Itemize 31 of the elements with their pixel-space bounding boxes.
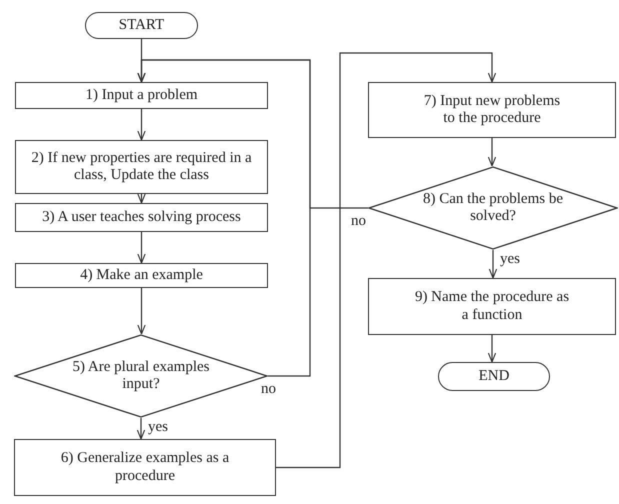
arrow <box>137 59 368 209</box>
arrow <box>276 52 496 468</box>
arrow <box>137 193 146 204</box>
arrow <box>488 335 496 363</box>
process-box <box>15 140 268 194</box>
arrow <box>137 232 146 264</box>
node-text: 3) A user teaches solving process <box>41 208 242 226</box>
arrow <box>136 418 146 440</box>
node-text: 9) Name the procedure as a function <box>414 289 570 324</box>
node-text: 4) Make an example <box>79 266 204 284</box>
process-box <box>14 439 276 496</box>
node-text: 7) Input new problems to the procedure <box>422 92 562 128</box>
process-box <box>368 278 616 335</box>
process-box <box>15 263 268 288</box>
terminal-box <box>438 362 550 391</box>
arrow <box>137 288 146 335</box>
arrow <box>137 109 146 141</box>
process-box <box>368 82 616 138</box>
node-text: END <box>478 368 510 386</box>
node-text: 2) If new properties are required in a class, Update the class <box>30 150 253 184</box>
node-text: 8) Can the problems be solved? <box>422 190 564 226</box>
decision-diamond <box>368 166 618 250</box>
node-text: 6) Generalize examples as a procedure <box>60 450 230 485</box>
node-text: START <box>118 16 166 34</box>
process-box <box>15 82 268 109</box>
arrow <box>488 138 496 167</box>
terminal-box <box>85 12 198 39</box>
arrow <box>488 250 498 279</box>
node-text: 1) Input a problem <box>84 86 199 104</box>
process-box <box>15 203 268 232</box>
node-text: 5) Are plural examples input? <box>71 358 211 394</box>
